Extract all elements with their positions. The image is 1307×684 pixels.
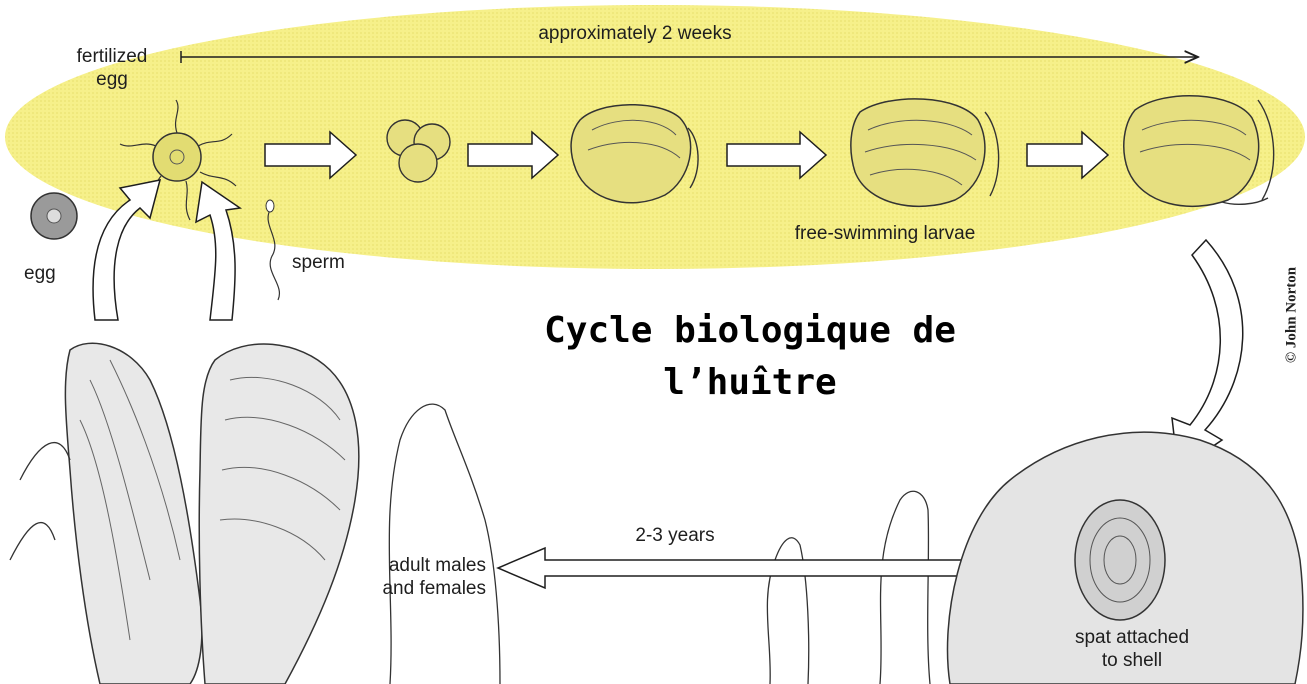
adults-label: adult males and females (318, 554, 486, 600)
duration-bottom-label: 2-3 years (605, 524, 745, 547)
fertilized-egg-label-line-2: egg (48, 68, 176, 91)
egg-icon (31, 193, 77, 239)
spat-label: spat attached to shell (1046, 626, 1218, 672)
adults-label-line-1: adult males (318, 554, 486, 577)
spat-label-line-1: spat attached (1046, 626, 1218, 649)
curved-arrow-sperm (196, 182, 240, 320)
sperm-label: sperm (292, 251, 345, 274)
adult-oyster-icon (10, 343, 359, 684)
fertilized-egg-label-line-1: fertilized (48, 45, 176, 68)
egg-label: egg (24, 262, 56, 285)
rock-outline (389, 404, 500, 684)
spat-label-line-2: to shell (1046, 649, 1218, 672)
rock-outline (880, 491, 930, 684)
sperm-head-icon (266, 200, 274, 212)
artist-credit: © John Norton (1284, 267, 1301, 363)
fertilized-egg-label: fertilized egg (48, 45, 176, 91)
adults-label-line-2: and females (318, 577, 486, 600)
diagram-title: Cycle biologique de l’huître (470, 305, 1030, 409)
larvae-label: free-swimming larvae (735, 222, 1035, 245)
duration-top-label: approximately 2 weeks (470, 22, 800, 45)
